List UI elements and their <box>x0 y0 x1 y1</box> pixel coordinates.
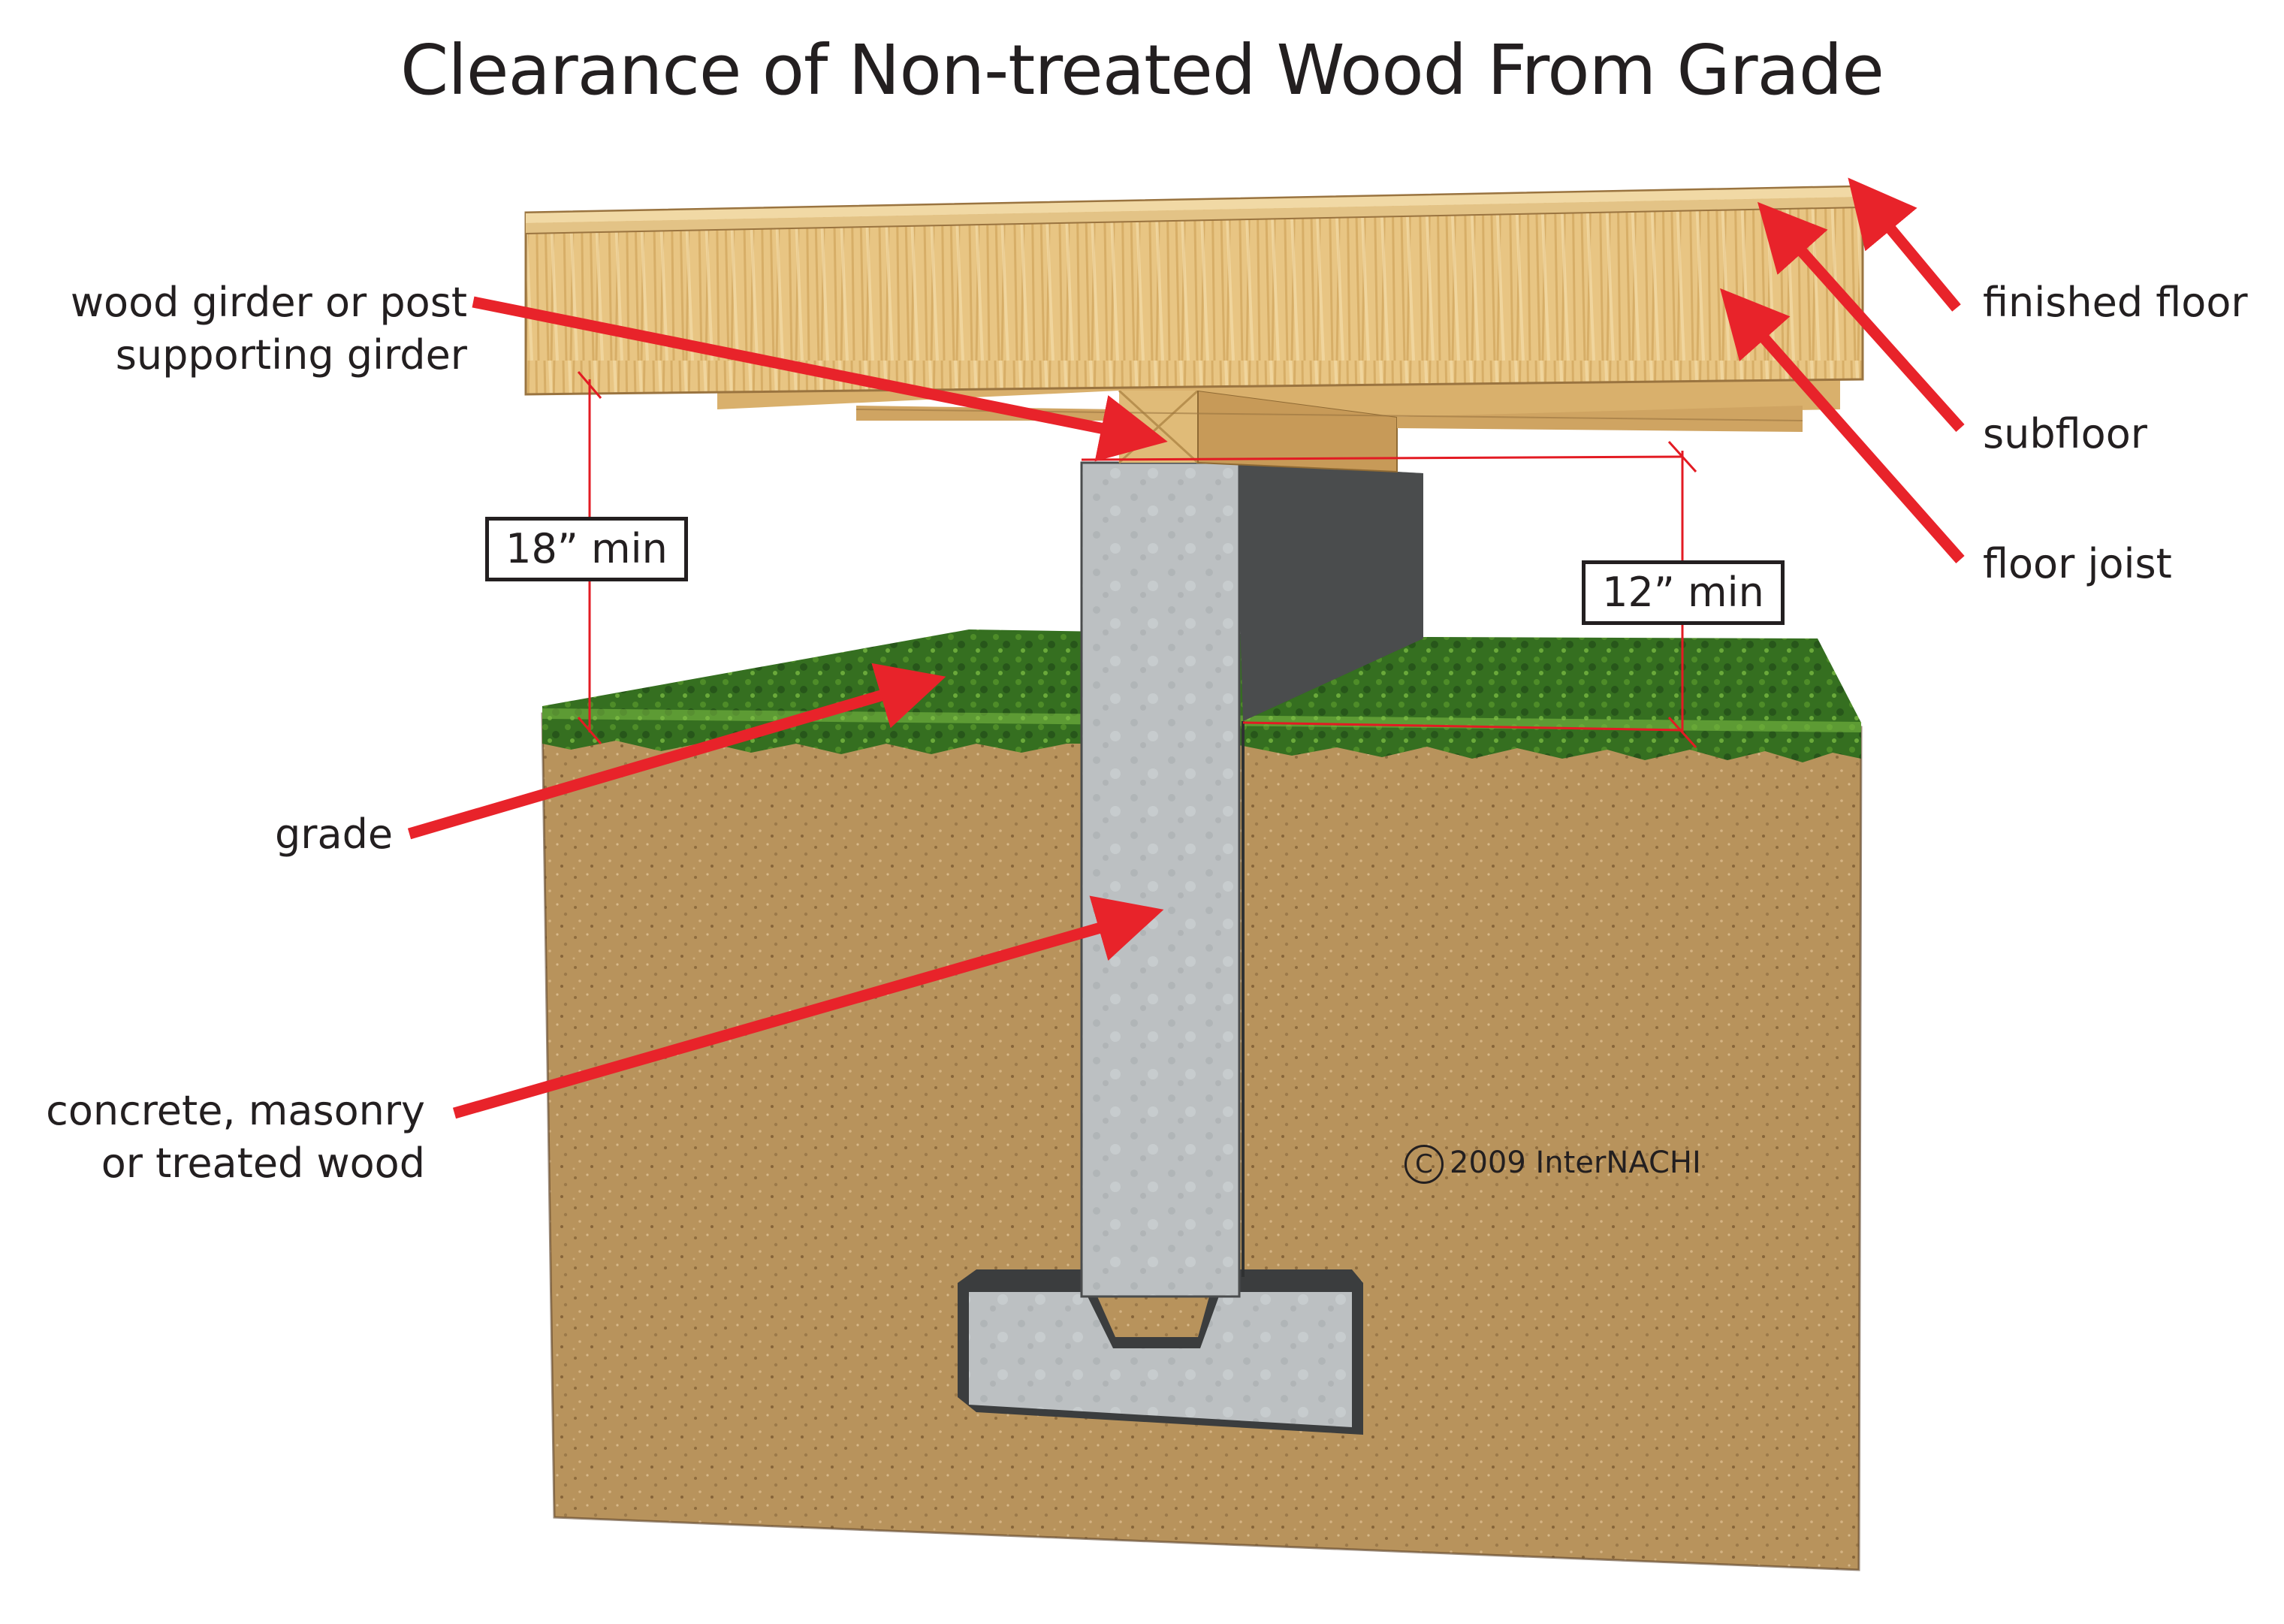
label-concrete: concrete, masonry or treated wood <box>30 1085 425 1190</box>
concrete-pier <box>1080 461 1423 1298</box>
label-wood-girder-line1: wood girder or post <box>70 279 467 326</box>
floor-assembly <box>524 185 1864 396</box>
dimension-label-12-min: 12” min <box>1582 560 1785 625</box>
arrow-finished-floor <box>1848 177 1961 312</box>
dimension-label-18-min: 18” min <box>485 517 688 581</box>
label-grade: grade <box>275 810 394 858</box>
label-concrete-line2: or treated wood <box>101 1140 425 1187</box>
label-wood-girder-line2: supporting girder <box>115 331 467 379</box>
arrow-wood-girder <box>472 296 1168 462</box>
label-subfloor: subfloor <box>1983 410 2147 457</box>
floor-joists <box>717 375 1841 432</box>
arrow-concrete <box>452 895 1164 1119</box>
arrow-grade <box>407 663 946 840</box>
label-floor-joist: floor joist <box>1983 540 2172 587</box>
concrete-footing <box>958 1269 1363 1435</box>
diagram-title: Clearance of Non-treated Wood From Grade <box>400 30 1884 110</box>
arrow-subfloor <box>1757 201 1965 433</box>
copyright-text: 2009 InterNACHI <box>1450 1146 1701 1180</box>
copyright-icon: C <box>1404 1145 1444 1184</box>
pointer-arrows <box>407 177 1965 1119</box>
label-wood-girder: wood girder or post supporting girder <box>45 276 467 382</box>
arrow-floor-joist <box>1720 288 1965 563</box>
label-concrete-line1: concrete, masonry <box>46 1087 425 1134</box>
label-finished-floor: finished floor <box>1983 279 2248 326</box>
